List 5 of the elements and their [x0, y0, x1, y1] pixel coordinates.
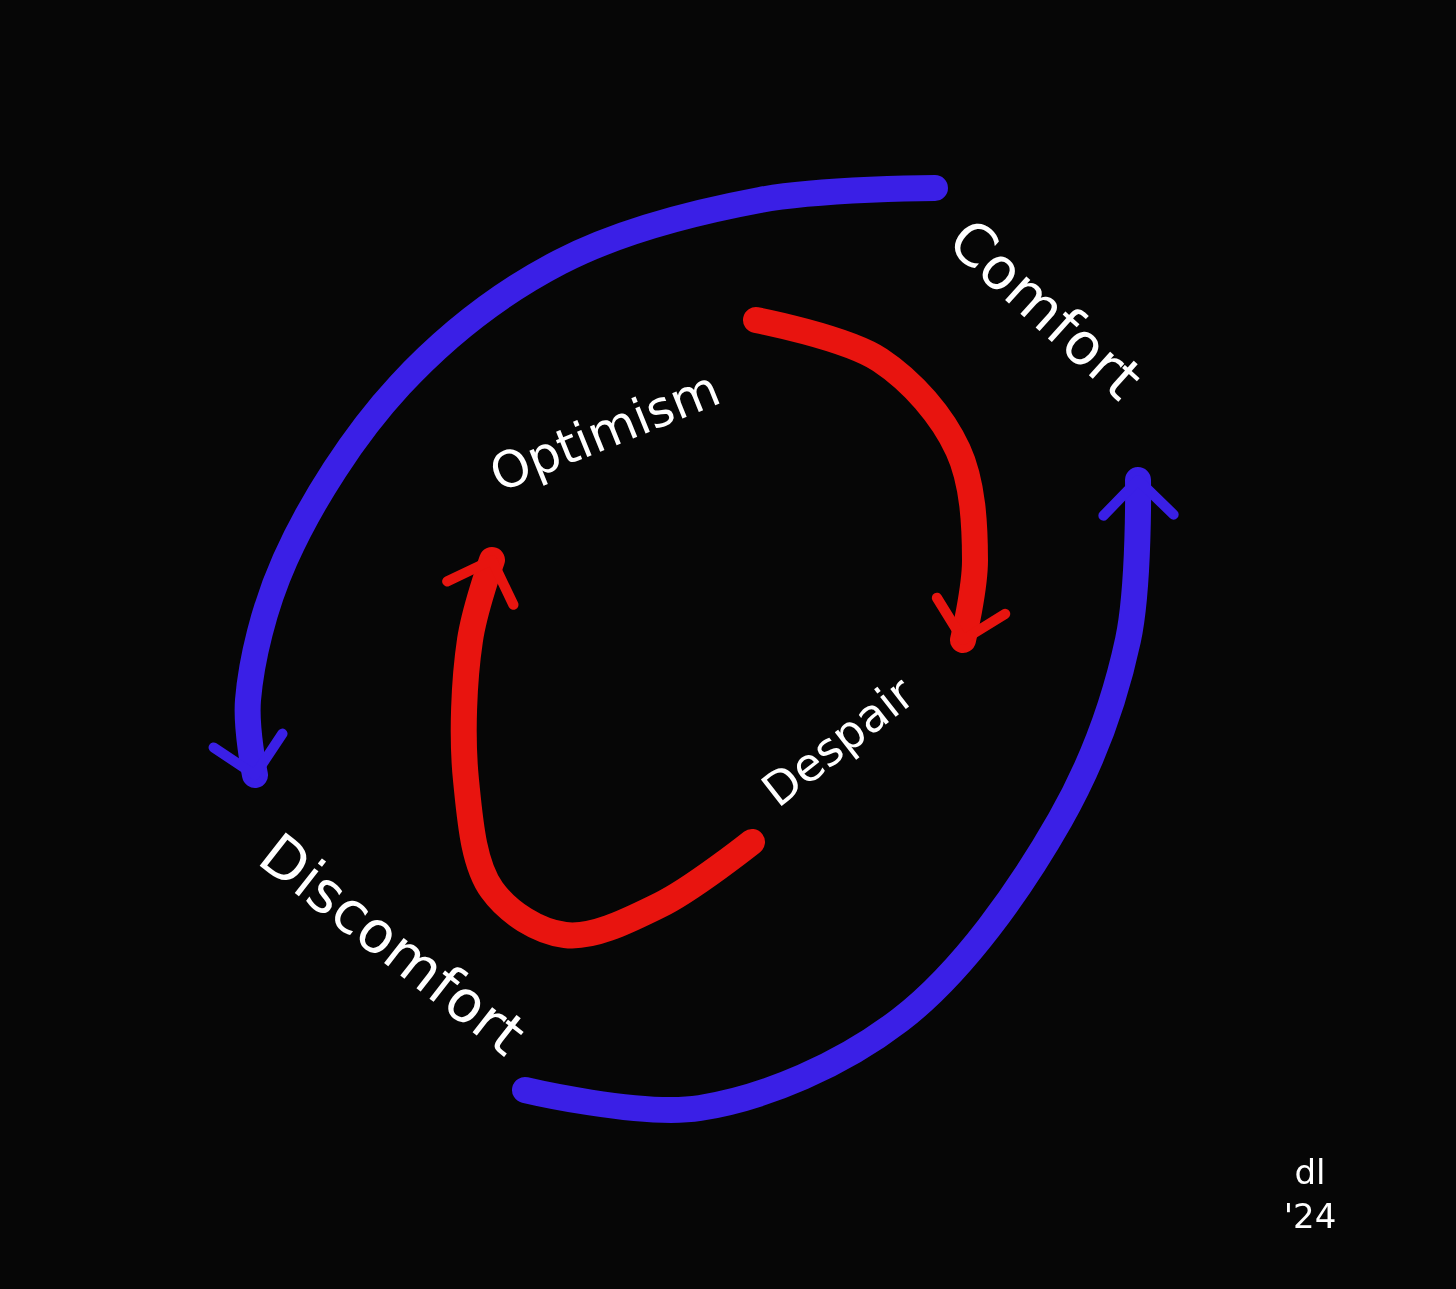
curved-arrow [442, 547, 765, 949]
curved-arrow [512, 467, 1179, 1123]
curved-arrow [208, 175, 948, 788]
signature: dl '24 [1282, 1151, 1338, 1239]
curved-arrow [743, 307, 1011, 653]
